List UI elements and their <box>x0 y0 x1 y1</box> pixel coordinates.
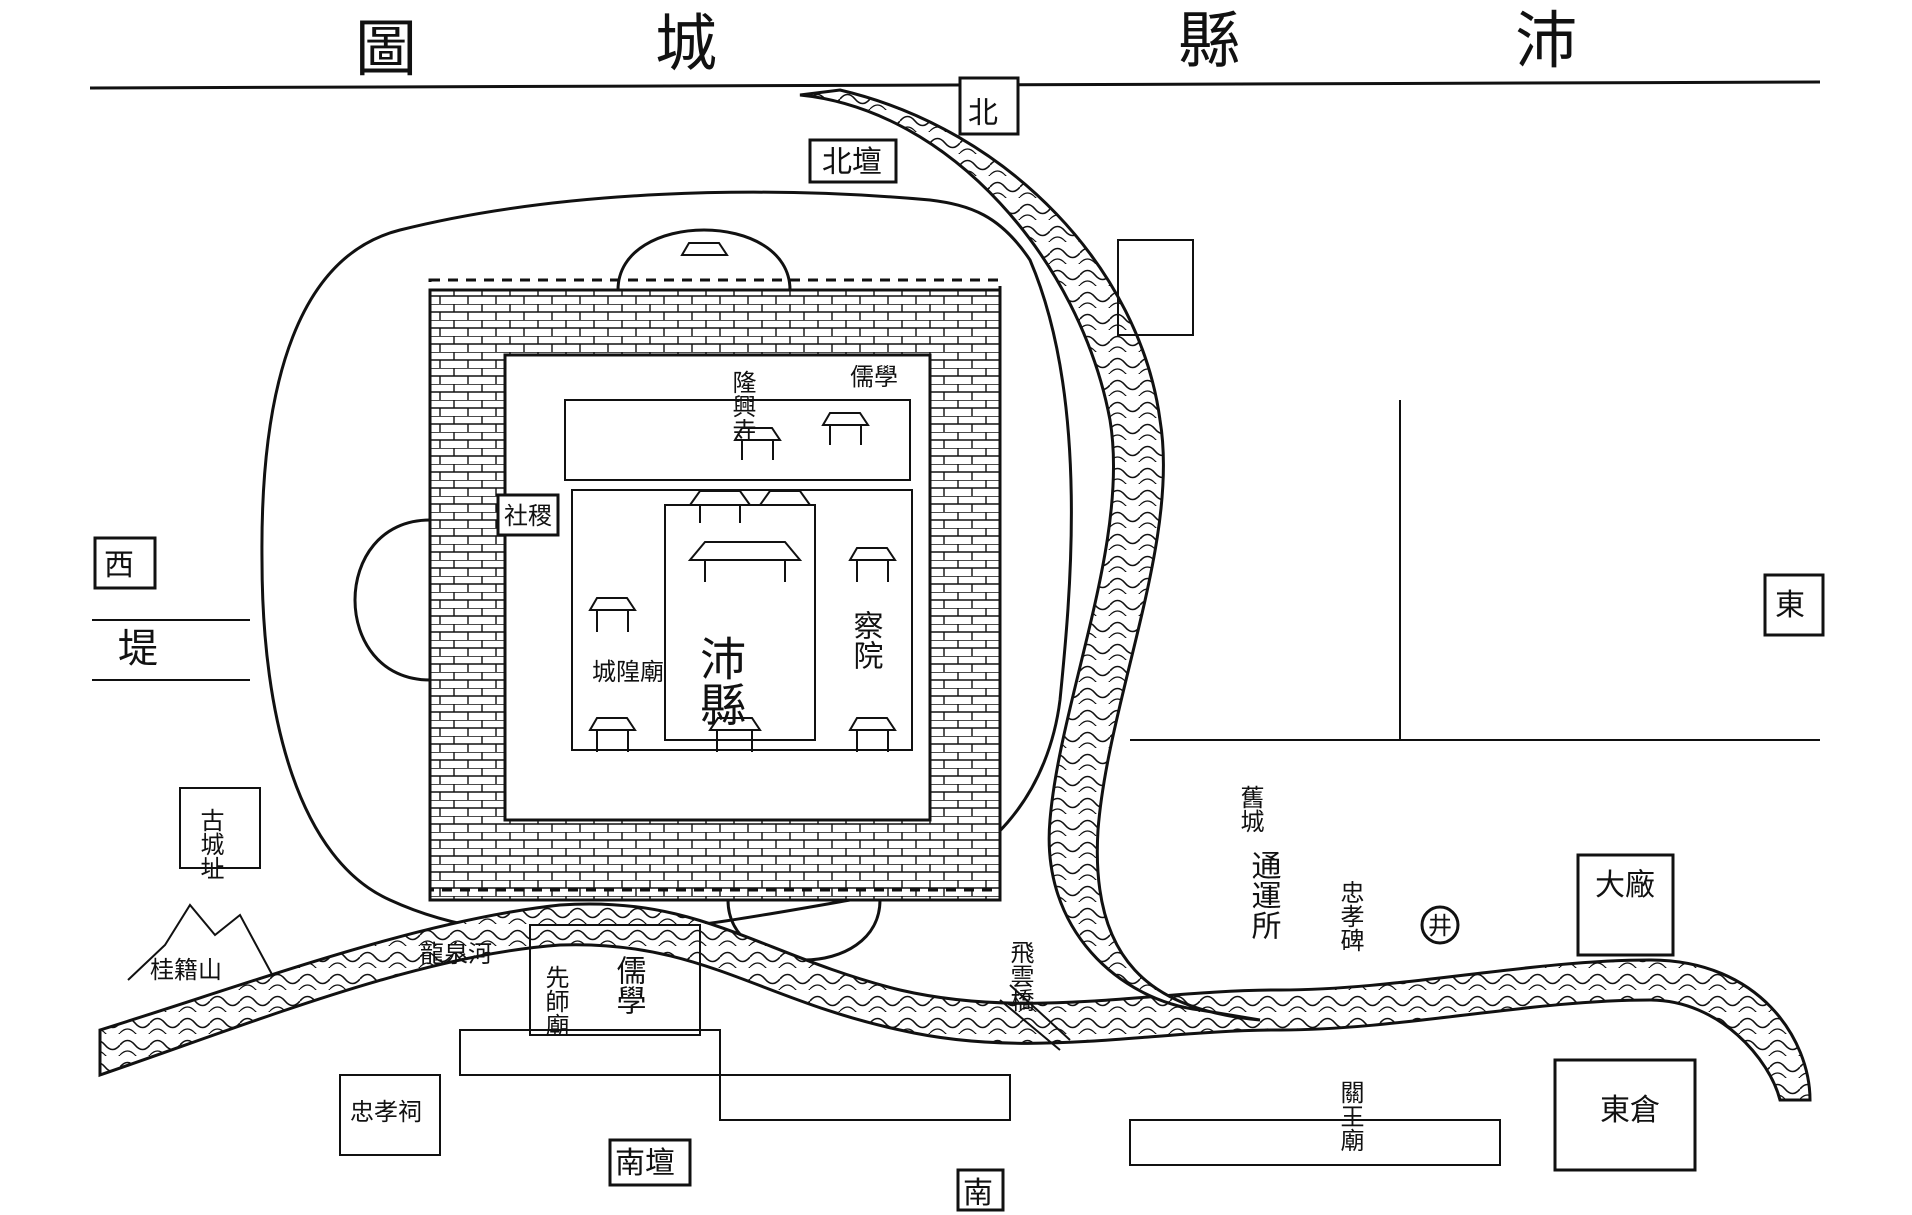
upper-court <box>564 399 911 481</box>
she-ji-box <box>496 493 560 537</box>
west-marker: 西 <box>104 548 134 583</box>
east-granary-box <box>1553 1058 1697 1172</box>
south-altar-label: 南壇 <box>615 1146 675 1181</box>
old-school-south-label: 儒學 <box>611 955 647 1015</box>
east-shrine-box <box>1117 239 1194 336</box>
south-marker-box <box>956 1168 1005 1212</box>
mountain <box>127 903 276 981</box>
bridge-label: 飛雲橋 <box>1006 940 1034 1012</box>
north-marker: 北 <box>968 96 998 131</box>
south-marker: 南 <box>963 1176 993 1211</box>
shrine-temple-label: 隆興寺 <box>728 370 756 442</box>
city-wall <box>428 288 1002 902</box>
county-name-label: 沛縣 <box>693 635 747 727</box>
road-segments <box>459 1029 1501 1166</box>
east-marker: 東 <box>1775 588 1805 623</box>
title-rule <box>89 80 1821 90</box>
west-marker-box <box>93 536 157 590</box>
north-gate <box>616 228 792 291</box>
county-compound <box>571 489 913 751</box>
grand-canal <box>799 88 1261 1022</box>
old-city-site-label: 古城址 <box>196 808 224 880</box>
dragon-spring-river <box>98 902 1812 1102</box>
north-altar-box <box>808 138 898 184</box>
crenellations <box>428 278 1002 892</box>
dyke-label: 堤 <box>118 626 158 672</box>
teacher-temple-label: 先師廟 <box>541 965 569 1037</box>
well-label: 井 <box>1428 912 1452 940</box>
old-city-site-box <box>179 787 261 869</box>
transport-office-label: 通運所 <box>1246 850 1282 940</box>
east-marker-box <box>1763 573 1825 637</box>
prefect-hall-label: 察院 <box>848 610 883 670</box>
loyal-filial-shrine-box <box>339 1074 441 1156</box>
large-factory-box <box>1576 853 1675 957</box>
she-ji-label: 社稷 <box>504 502 552 530</box>
title-char-3: 縣 <box>1178 4 1240 77</box>
flying-bridge <box>999 984 1071 1051</box>
old-city-label: 舊城 <box>1236 785 1264 833</box>
old-school-label: 儒學 <box>850 363 898 391</box>
stele-label: 忠孝碑 <box>1336 880 1364 952</box>
large-factory-label: 大廠 <box>1595 868 1655 903</box>
title-char-4: 沛 <box>1515 4 1577 77</box>
building-glyphs <box>588 242 897 752</box>
south-altar-box <box>608 1138 692 1187</box>
east-granary-label: 東倉 <box>1600 1093 1660 1128</box>
guan-temple-label: 關王廟 <box>1336 1080 1364 1152</box>
city-god-label: 城隍廟 <box>592 658 664 686</box>
title-char-2: 城 <box>655 7 717 80</box>
north-altar-label: 北壇 <box>822 145 882 180</box>
river-label: 龍泉河 <box>420 940 492 968</box>
mountain-label: 桂籍山 <box>150 956 222 984</box>
school-teacher-compound <box>529 924 701 1036</box>
north-marker-box <box>958 76 1020 136</box>
well-mark <box>1420 905 1460 945</box>
title-char-1: 圖 <box>355 12 417 85</box>
west-gate <box>353 518 431 682</box>
loyal-filial-shrine-label: 忠孝祠 <box>350 1098 422 1126</box>
